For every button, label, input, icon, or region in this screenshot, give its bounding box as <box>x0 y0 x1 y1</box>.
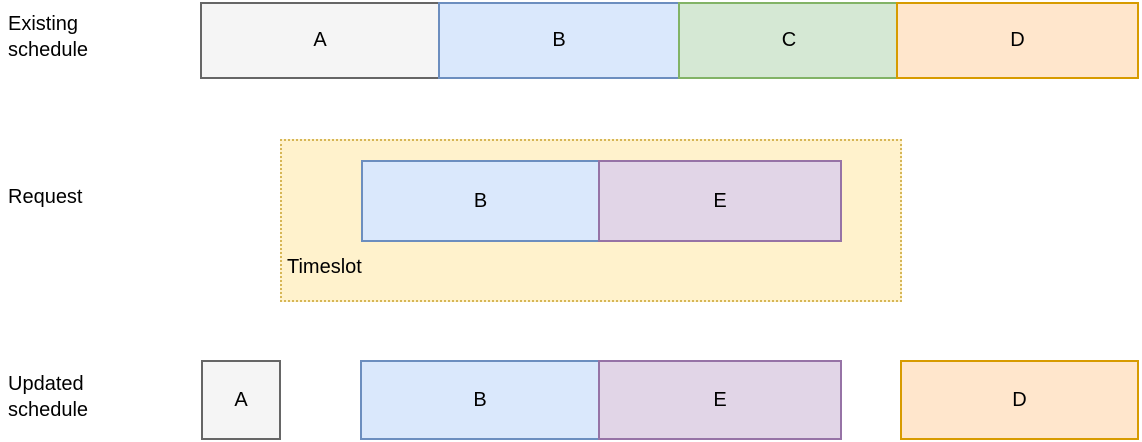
timeslot-label: Timeslot <box>287 256 362 278</box>
updated-block-b: B <box>360 360 600 440</box>
updated-block-a: A <box>201 360 281 440</box>
request-label: Request <box>8 186 83 208</box>
updated-schedule-label: Updated schedule <box>8 373 89 421</box>
existing-block-d: D <box>896 2 1139 79</box>
timeslot-container: B E Timeslot <box>280 139 902 302</box>
existing-block-b: B <box>438 2 680 79</box>
request-block-b: B <box>361 160 600 242</box>
existing-block-c: C <box>678 2 900 79</box>
existing-block-a: A <box>200 2 440 79</box>
updated-block-e: E <box>598 360 842 440</box>
existing-schedule-label: Existing schedule <box>8 13 89 61</box>
request-block-e: E <box>598 160 842 242</box>
updated-block-d: D <box>900 360 1139 440</box>
